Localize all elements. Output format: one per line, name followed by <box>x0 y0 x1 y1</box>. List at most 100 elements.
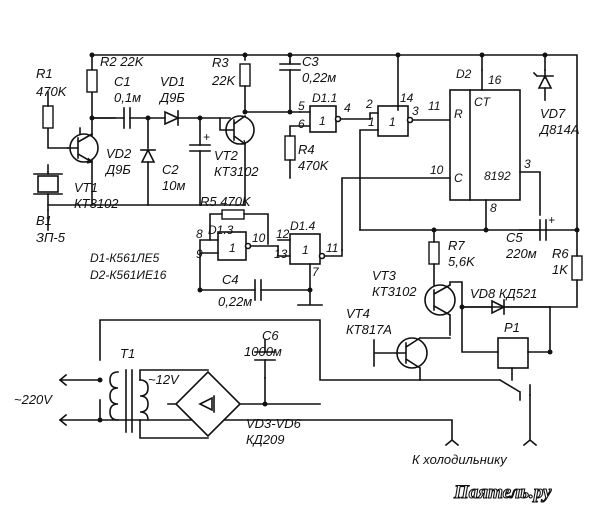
c4-value: 0,22м <box>218 294 252 309</box>
c3-label: C3 <box>302 54 319 69</box>
v12-label: ~12V <box>148 372 180 387</box>
pin-16: 16 <box>488 73 502 87</box>
vt4-leads <box>373 336 451 381</box>
c1-label: C1 <box>114 74 131 89</box>
r4-label: R4 <box>298 142 315 157</box>
v220-label: ~220V <box>14 392 53 407</box>
pin-14: 14 <box>400 91 414 105</box>
d1-4-label: D1.4 <box>290 219 316 233</box>
d2-wires <box>341 69 541 251</box>
c4-capacitor <box>254 279 311 301</box>
r3-resistor <box>239 63 251 87</box>
pin-3-d2: 3 <box>524 157 531 171</box>
d1-1-label: D1.1 <box>312 91 337 105</box>
vt2-label: VT2 <box>214 148 239 163</box>
vd2-diode <box>140 117 156 206</box>
vd7-zener <box>532 69 554 101</box>
r1-label: R1 <box>36 66 53 81</box>
watermark: Паятель.ру <box>453 482 552 503</box>
d2-counter <box>449 89 521 201</box>
d1-3-inversion <box>244 242 252 250</box>
vd3-vd6-value: КД209 <box>246 432 285 447</box>
c4-label: C4 <box>222 272 239 287</box>
vt1-emitter-arrow <box>86 157 94 164</box>
d1-3-label: D1.3 <box>208 223 234 237</box>
r2-resistor <box>86 69 98 93</box>
p1-label: P1 <box>504 320 520 335</box>
r7-label: R7 <box>448 238 465 253</box>
d1-2-inversion <box>406 116 414 124</box>
fridge-terminals <box>444 394 538 447</box>
c5-value: 220м <box>505 246 537 261</box>
r7-resistor <box>428 241 440 265</box>
r4-resistor <box>284 135 296 161</box>
r6-wires <box>461 229 578 308</box>
b1-label: B1 <box>36 213 52 228</box>
vd7-label: VD7 <box>540 106 566 121</box>
pin-8: 8 <box>196 227 203 241</box>
vd3-vd6-label: VD3-VD6 <box>246 416 302 431</box>
vt4-label: VT4 <box>346 306 370 321</box>
vd1-diode <box>164 110 231 126</box>
r5-wires <box>209 213 269 245</box>
c1-capacitor <box>91 107 166 129</box>
r5-resistor <box>221 209 245 220</box>
d1-4-wires <box>277 239 343 306</box>
vt1-value: КТ3102 <box>74 196 119 211</box>
d1-4-gate <box>289 233 321 265</box>
junction-dots <box>89 52 580 423</box>
d1-2-symbol: 1 <box>389 115 396 129</box>
vt2-emitter-arrow <box>241 139 246 145</box>
r1-resistor <box>42 105 54 129</box>
vd1-label: VD1 <box>160 74 185 89</box>
d2-r-pin: R <box>454 107 463 121</box>
c3-value: 0,22м <box>302 70 336 85</box>
d2-8192-label: 8192 <box>484 169 511 183</box>
r6-resistor <box>571 255 583 281</box>
d1-1-wires <box>299 111 371 120</box>
pin-9: 9 <box>196 247 203 261</box>
d2-c-pin: C <box>454 171 463 185</box>
r3-value: 22K <box>211 73 236 88</box>
d2-label: D2 <box>456 67 472 81</box>
r6-label: R6 <box>552 246 569 261</box>
d1-2-wires <box>359 105 451 231</box>
vd8-diode <box>461 299 551 353</box>
vt1-leads <box>67 132 94 164</box>
pin-10-d2: 10 <box>430 163 444 177</box>
bridge-output-wires <box>167 377 321 405</box>
d1-4-inversion <box>318 252 326 260</box>
d1-4-symbol: 1 <box>302 243 309 257</box>
vt2-leads <box>219 114 247 206</box>
r7-value: 5,6K <box>448 254 476 269</box>
svg-text:+: + <box>548 213 555 227</box>
r5-label: R5 470K <box>200 194 252 209</box>
d1-3-symbol: 1 <box>229 241 236 255</box>
pin-3: 3 <box>412 104 419 118</box>
vd2-value: Д9Б <box>104 162 131 177</box>
vt3-leads <box>432 281 463 336</box>
r4-wire <box>289 125 311 179</box>
vt3-label: VT3 <box>372 268 397 283</box>
mains-arrows <box>58 373 101 427</box>
r4-value: 470K <box>298 158 330 173</box>
c6-label: C6 <box>262 328 279 343</box>
pin-11-d2: 11 <box>428 99 440 113</box>
b1-piezo <box>33 171 63 211</box>
fridge-label: К холодильнику <box>412 452 508 467</box>
pin-7: 7 <box>312 265 320 279</box>
pin-5: 5 <box>298 99 305 113</box>
c2-value: 10м <box>162 178 185 193</box>
r3-label: R3 <box>212 55 229 70</box>
vd8-label: VD8 КД521 <box>470 286 537 301</box>
d1-1-inversion <box>334 115 342 123</box>
vt1-label: VT1 <box>74 180 98 195</box>
r1-value: 470K <box>36 84 68 99</box>
r6-value: 1K <box>552 262 569 277</box>
t1-secondary-wires <box>139 369 209 439</box>
pin-4: 4 <box>344 101 351 115</box>
ps-mains-wires <box>99 319 501 441</box>
svg-text:+: + <box>203 130 210 144</box>
pin-11: 11 <box>326 241 338 255</box>
